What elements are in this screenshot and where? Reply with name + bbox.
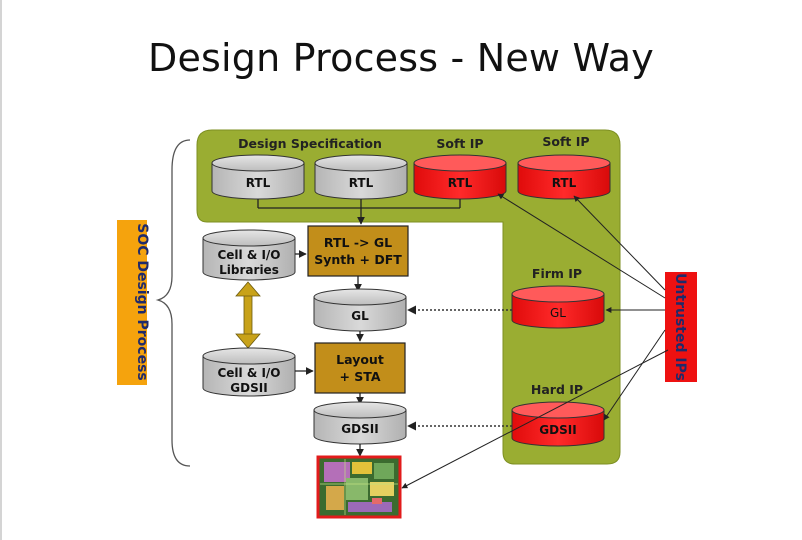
soc-brace (155, 139, 191, 467)
green-panel (196, 129, 621, 465)
gdsii-cylinder-label: GDSII (341, 422, 378, 436)
untrusted-label: Untrusted IPs (672, 273, 688, 381)
untrusted-arrows (401, 193, 669, 489)
rtl-cylinder-1: RTL (211, 154, 305, 200)
soft-ip-label-2: Soft IP (542, 134, 589, 149)
soft-ip-rtl-cylinder-2: RTL (517, 154, 611, 200)
rtl-cylinder-2-label: RTL (349, 176, 374, 190)
rtl-merge-bus (257, 199, 461, 225)
soft-ip-label-1: Soft IP (436, 136, 483, 151)
rtl-cylinder-1-label: RTL (246, 176, 271, 190)
firm-ip-label: Firm IP (532, 266, 582, 281)
rtl-cylinder-2: RTL (314, 154, 408, 200)
gl-cylinder: GL (313, 288, 407, 332)
slide-title: Design Process - New Way (148, 36, 654, 80)
cell-io-libraries-line1: Cell & I/O (217, 248, 280, 262)
libraries-gdsii-double-arrow (235, 281, 261, 349)
firm-ip-gl-cylinder: GL (511, 285, 605, 329)
hard-ip-label: Hard IP (531, 382, 583, 397)
gdsii-cylinder: GDSII (313, 401, 407, 445)
design-spec-label: Design Specification (238, 136, 382, 151)
hard-ip-gdsii-label: GDSII (539, 423, 576, 437)
firm-ip-gl-label: GL (550, 306, 566, 320)
soc-label-box (117, 220, 147, 385)
chip-layout-image (316, 455, 402, 519)
layout-sta-box: Layout + STA (314, 342, 406, 394)
soft-ip-rtl-cylinder-1: RTL (413, 154, 507, 200)
layout-sta-line1: Layout (336, 352, 384, 367)
cell-io-libraries-cylinder: Cell & I/O Libraries (202, 229, 296, 281)
untrusted-label-box (665, 272, 697, 382)
slide-edge (0, 0, 2, 540)
cell-io-gdsii-cylinder: Cell & I/O GDSII (202, 347, 296, 397)
cell-io-gdsii-line1: Cell & I/O (217, 366, 280, 380)
synth-dft-box: RTL -> GL Synth + DFT (307, 225, 409, 277)
layout-sta-line2: + STA (339, 369, 380, 384)
soft-ip-rtl-cylinder-2-label: RTL (552, 176, 577, 190)
soc-label: SOC Design Process (134, 223, 150, 381)
cell-io-libraries-line2: Libraries (219, 263, 279, 277)
synth-dft-line2: Synth + DFT (314, 252, 402, 267)
cell-io-gdsii-line2: GDSII (230, 381, 267, 395)
gl-cylinder-label: GL (351, 309, 369, 323)
synth-dft-line1: RTL -> GL (324, 235, 392, 250)
soft-ip-rtl-cylinder-1-label: RTL (448, 176, 473, 190)
